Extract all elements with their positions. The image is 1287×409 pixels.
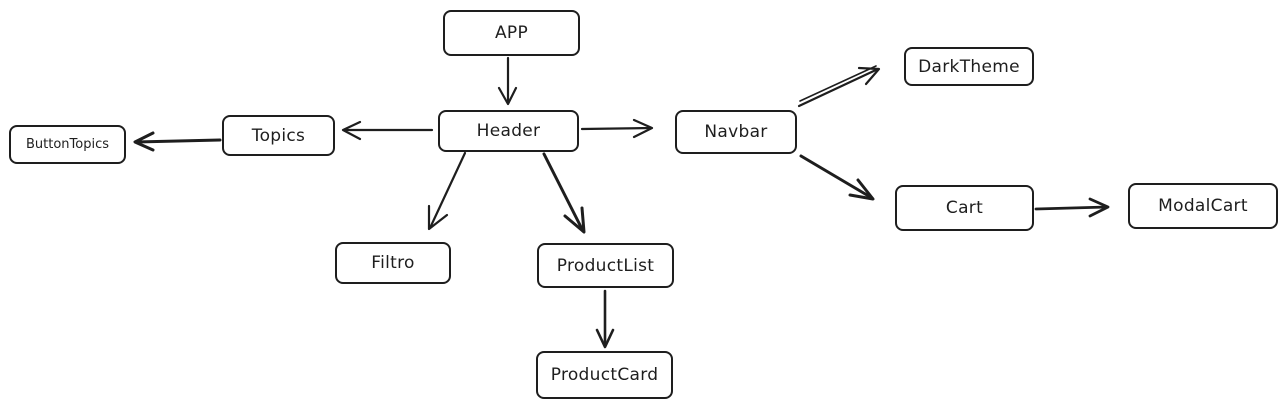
edge-header-filtro bbox=[427, 151, 467, 231]
edge-app-header bbox=[497, 56, 518, 106]
node-navbar[interactable]: Navbar bbox=[675, 110, 797, 154]
node-filtro-label: Filtro bbox=[371, 253, 415, 273]
node-dark-theme-label: DarkTheme bbox=[918, 56, 1020, 77]
edge-topics-buttontopics bbox=[133, 131, 222, 152]
edge-navbar-cart bbox=[799, 154, 875, 201]
node-header-label: Header bbox=[476, 121, 541, 141]
node-header[interactable]: Header bbox=[438, 110, 579, 152]
node-filtro[interactable]: Filtro bbox=[335, 242, 451, 284]
edge-navbar-darktheme bbox=[797, 65, 881, 108]
node-product-card[interactable]: ProductCard bbox=[536, 351, 673, 399]
edge-productlist-productcard bbox=[595, 289, 615, 349]
edge-header-productlist bbox=[542, 152, 586, 234]
node-modal-cart[interactable]: ModalCart bbox=[1128, 183, 1278, 229]
node-product-card-label: ProductCard bbox=[550, 365, 659, 385]
node-button-topics-label: ButtonTopics bbox=[25, 137, 109, 152]
node-navbar-label: Navbar bbox=[704, 122, 768, 142]
node-button-topics[interactable]: ButtonTopics bbox=[9, 125, 126, 164]
edge-cart-modalcart bbox=[1034, 197, 1110, 218]
edge-header-topics bbox=[341, 120, 434, 141]
node-app[interactable]: APP bbox=[443, 10, 580, 56]
node-cart[interactable]: Cart bbox=[895, 185, 1034, 231]
node-product-list-label: ProductList bbox=[556, 255, 655, 276]
node-cart-label: Cart bbox=[945, 198, 984, 218]
node-product-list[interactable]: ProductList bbox=[537, 243, 674, 288]
edge-header-navbar bbox=[580, 118, 654, 139]
node-topics[interactable]: Topics bbox=[222, 115, 335, 156]
node-dark-theme[interactable]: DarkTheme bbox=[904, 47, 1034, 86]
node-topics-label: Topics bbox=[251, 125, 306, 146]
node-app-label: APP bbox=[494, 23, 529, 43]
node-modal-cart-label: ModalCart bbox=[1158, 196, 1248, 216]
